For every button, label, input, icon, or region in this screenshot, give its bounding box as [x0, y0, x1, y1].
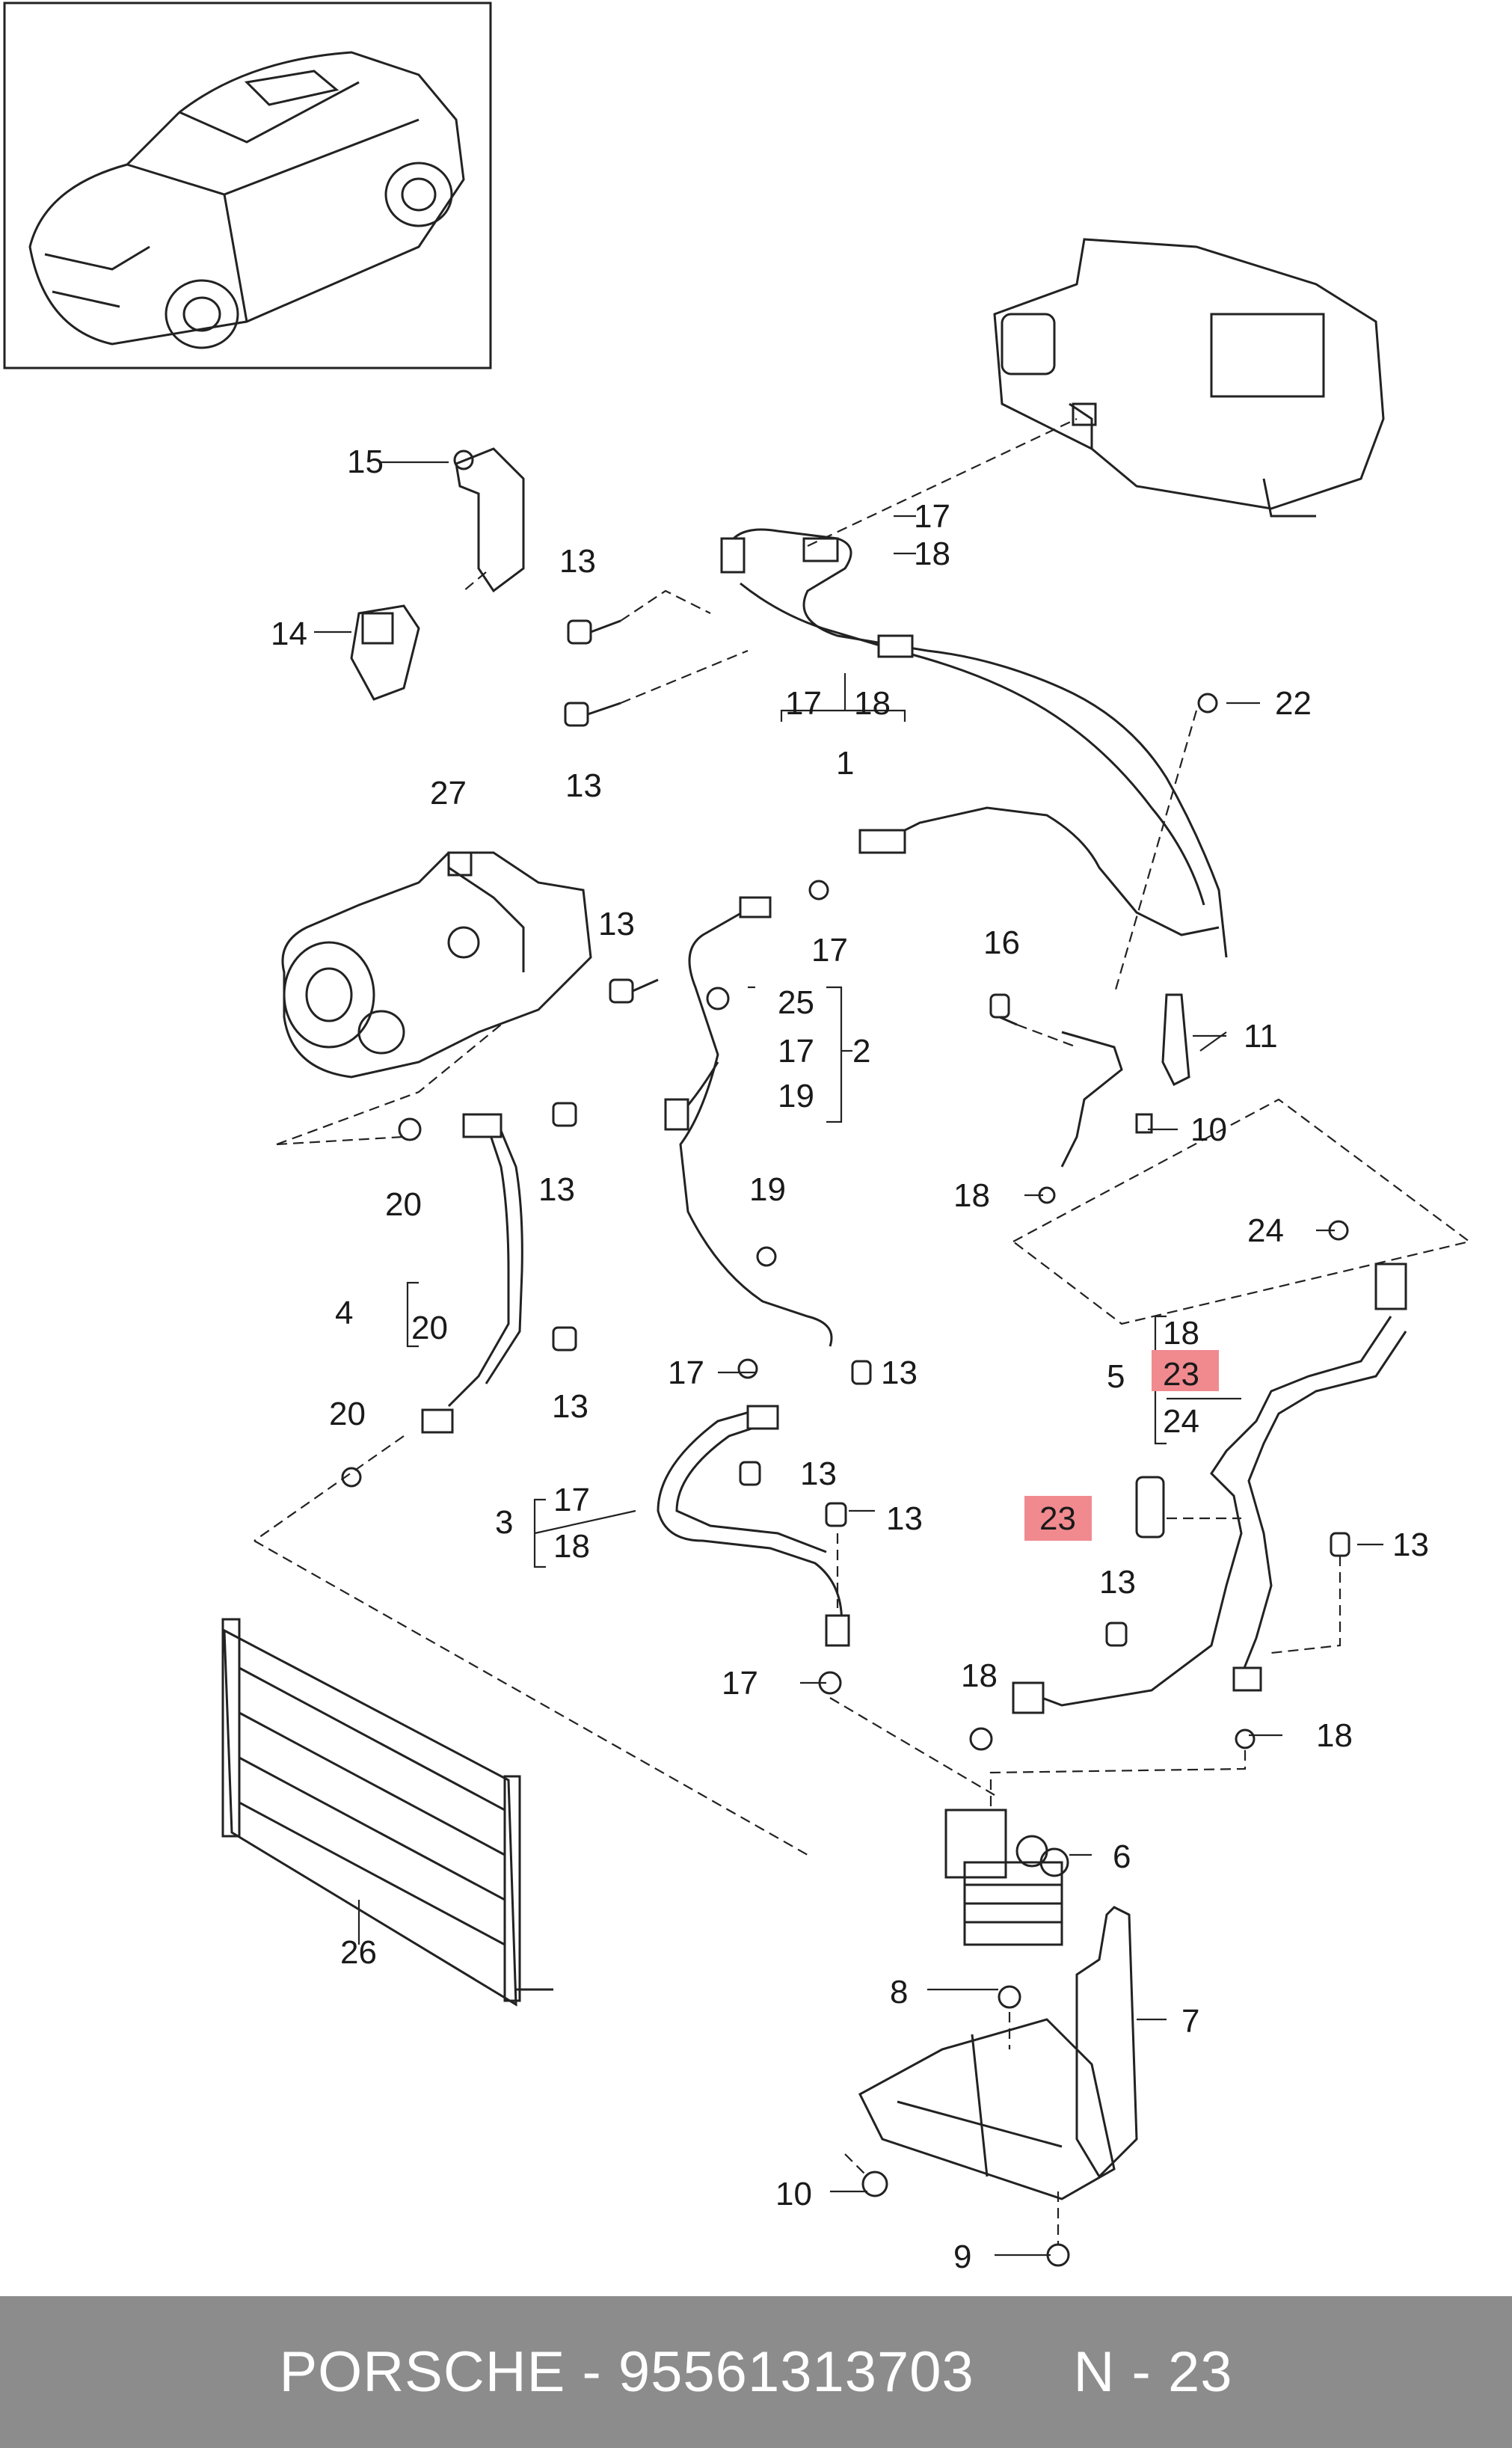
detail-frame: [1011, 1098, 1472, 1325]
bolt-13g: [739, 1461, 761, 1486]
callout-23: 23: [1039, 1500, 1076, 1537]
vehicle-thumbnail: [3, 1, 492, 369]
callout-9: 9: [953, 2239, 971, 2275]
callout-20: 20: [411, 1310, 448, 1346]
pressure-sensor-23: [1135, 1476, 1165, 1539]
callout-17: 17: [553, 1482, 590, 1518]
callout-24: 24: [1247, 1212, 1284, 1249]
callout-13: 13: [565, 767, 602, 804]
refrigerant-line-2: [664, 806, 1220, 1347]
oil-cooler-6: [944, 1809, 1069, 1946]
callout-26: 26: [340, 1934, 377, 1971]
bolt-16: [989, 993, 1018, 1026]
brand-name: PORSCHE: [279, 2340, 566, 2404]
callout-13: 13: [1099, 1564, 1136, 1601]
callout-18: 18: [961, 1657, 998, 1694]
callout-13: 13: [881, 1355, 918, 1391]
diagram-reference: N - 23: [1073, 2340, 1233, 2404]
separator: -: [565, 2340, 618, 2404]
callout-17: 17: [811, 932, 848, 969]
callout-18: 18: [553, 1528, 590, 1565]
bolt-13e: [552, 1326, 577, 1352]
callout-25: 25: [778, 984, 814, 1021]
callout-13: 13: [538, 1171, 575, 1208]
highlight-23-group: [1152, 1350, 1219, 1391]
refrigerant-line-4: [421, 1113, 523, 1434]
callout-17: 17: [778, 1033, 814, 1070]
callout-19: 19: [778, 1078, 814, 1114]
hvac-unit: [993, 238, 1385, 518]
callout-22: 22: [1275, 685, 1312, 722]
callout-18: 18: [854, 685, 891, 722]
highlight-23-single: [1024, 1496, 1092, 1541]
callout-18: 18: [953, 1177, 990, 1214]
callout-24: 24: [1163, 1403, 1199, 1440]
parts-diagram: 15 17 18 13 14 13 17 18 1 22 27 13 17 25…: [3, 1, 1472, 2275]
footer-caption: PORSCHE - 95561313703 N - 23: [279, 2340, 1232, 2405]
bolt-13f: [851, 1360, 872, 1385]
callout-18: 18: [1163, 1315, 1199, 1352]
refrigerant-line-3: [657, 1405, 850, 1647]
callout-16: 16: [983, 924, 1020, 961]
bolt-13b: [564, 702, 621, 727]
callout-10: 10: [1190, 1111, 1227, 1148]
callout-18: 18: [1316, 1717, 1353, 1754]
bolt-13a: [567, 619, 621, 645]
callout-15: 15: [347, 444, 384, 480]
callout-11: 11: [1244, 1018, 1278, 1055]
callout-27: 27: [430, 775, 467, 812]
bolt-13d: [552, 1102, 577, 1127]
bracket-15: [453, 447, 525, 593]
callout-13: 13: [552, 1388, 588, 1425]
callout-17: 17: [785, 685, 822, 722]
bolt-13j: [1105, 1622, 1128, 1647]
bolt-13c: [609, 978, 659, 1004]
callout-3: 3: [495, 1504, 513, 1541]
callout-8: 8: [890, 1974, 908, 2010]
refrigerant-line-1: [720, 528, 1228, 958]
callout-14: 14: [271, 616, 307, 652]
bolt-13h: [825, 1502, 847, 1527]
callout-13: 13: [886, 1500, 923, 1537]
callout-4: 4: [335, 1295, 353, 1331]
callout-13: 13: [800, 1455, 837, 1492]
bracket-7: [1075, 1906, 1138, 2179]
callout-10: 10: [775, 2176, 812, 2212]
callout-19: 19: [749, 1171, 786, 1208]
callout-13: 13: [559, 543, 596, 580]
footer-bar: PORSCHE - 95561313703 N - 23: [0, 2296, 1512, 2448]
callout-18: 18: [914, 536, 950, 572]
mount-bracket: [858, 2018, 1116, 2200]
callout-17: 17: [722, 1665, 758, 1702]
bolt-13i: [1330, 1532, 1350, 1557]
clip-14: [350, 604, 420, 701]
callout-23: 23: [1163, 1356, 1199, 1393]
callout-13: 13: [1392, 1527, 1429, 1563]
callout-20: 20: [385, 1186, 422, 1223]
callout-17: 17: [668, 1355, 704, 1391]
callout-17: 17: [914, 498, 950, 535]
bracket-11: [1161, 993, 1190, 1087]
callout-6: 6: [1113, 1838, 1131, 1875]
leader-hvac: [807, 418, 1078, 547]
callout-1: 1: [836, 745, 854, 782]
callout-5: 5: [1107, 1358, 1125, 1395]
callout-20: 20: [329, 1396, 366, 1432]
callout-2: 2: [852, 1033, 870, 1070]
refrigerant-line-5: [1012, 1263, 1407, 1714]
part-number: 95561313703: [618, 2340, 974, 2404]
callout-13: 13: [598, 906, 635, 942]
compressor-27: [281, 851, 592, 1079]
condenser-26: [221, 1618, 553, 2007]
callout-7: 7: [1181, 2003, 1199, 2040]
